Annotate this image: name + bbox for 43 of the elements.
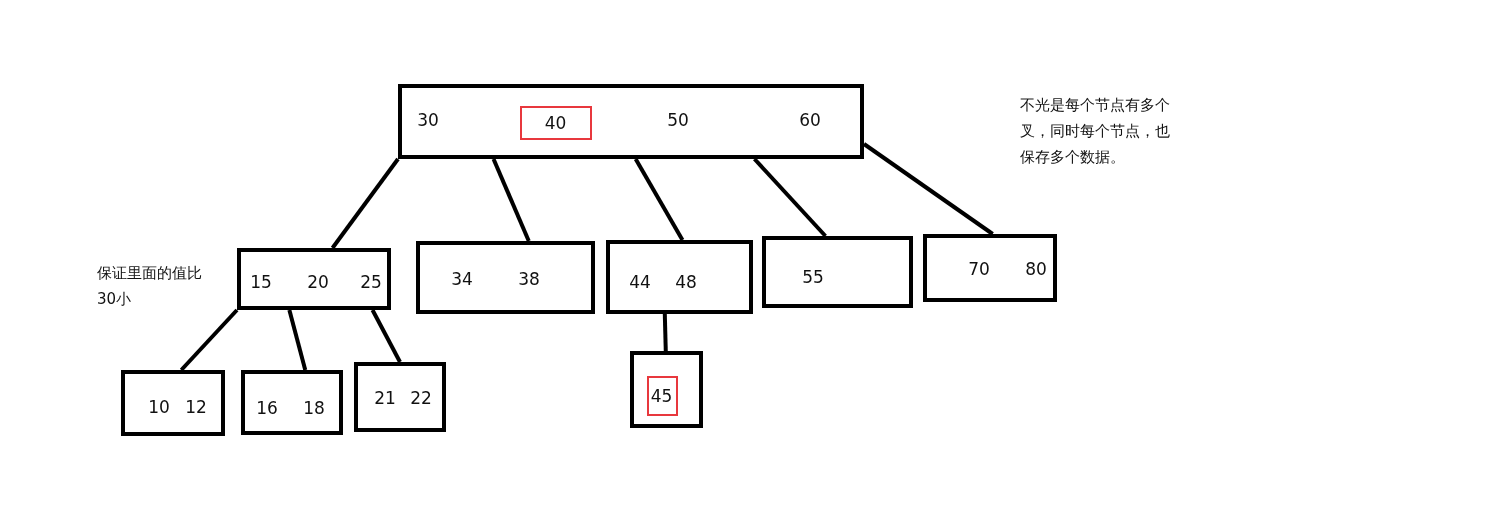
- tree-node-box: [630, 351, 703, 428]
- node-value: 40: [544, 114, 567, 131]
- connector-line: [179, 308, 239, 372]
- tree-node-box: [416, 241, 595, 314]
- node-value: 30: [417, 111, 439, 129]
- highlight-box: [647, 376, 678, 416]
- node-value: 21: [374, 389, 396, 407]
- node-value: 55: [802, 268, 824, 286]
- connector-line: [491, 158, 531, 242]
- node-value: 22: [410, 389, 432, 407]
- node-value: 70: [968, 260, 990, 278]
- tree-node-box: [237, 248, 391, 310]
- connector-line: [753, 157, 827, 238]
- node-value: 38: [518, 270, 540, 288]
- node-value: 10: [148, 398, 170, 416]
- connector-line: [662, 313, 668, 352]
- annotation-note: 保证里面的值比30小: [97, 263, 203, 310]
- tree-node-box: [241, 370, 343, 435]
- tree-node-box: [121, 370, 225, 436]
- node-value: 60: [799, 111, 821, 129]
- node-value: 20: [307, 273, 329, 291]
- annotation-note: 不光是每个节点有多个叉，同时每个节点，也保存多个数据。: [1020, 95, 1171, 168]
- tree-node-box: [606, 240, 753, 314]
- node-value: 25: [360, 273, 382, 291]
- node-value: 15: [250, 273, 272, 291]
- node-value: 44: [629, 273, 651, 291]
- tree-node-box: [398, 84, 864, 159]
- node-value: 16: [256, 399, 278, 417]
- connector-line: [287, 309, 308, 371]
- connector-line: [370, 309, 402, 363]
- highlight-box: [520, 106, 592, 140]
- node-value: 50: [667, 111, 689, 129]
- node-value: 12: [185, 398, 207, 416]
- connector-line: [330, 157, 400, 250]
- node-value: 80: [1025, 260, 1047, 278]
- connector-line: [633, 158, 685, 241]
- tree-node-box: [923, 234, 1057, 302]
- tree-node-box: [762, 236, 913, 308]
- tree-node-box: [354, 362, 446, 432]
- node-value: 45: [650, 387, 673, 404]
- node-value: 34: [451, 270, 473, 288]
- node-value: 18: [303, 399, 325, 417]
- node-value: 48: [675, 273, 697, 291]
